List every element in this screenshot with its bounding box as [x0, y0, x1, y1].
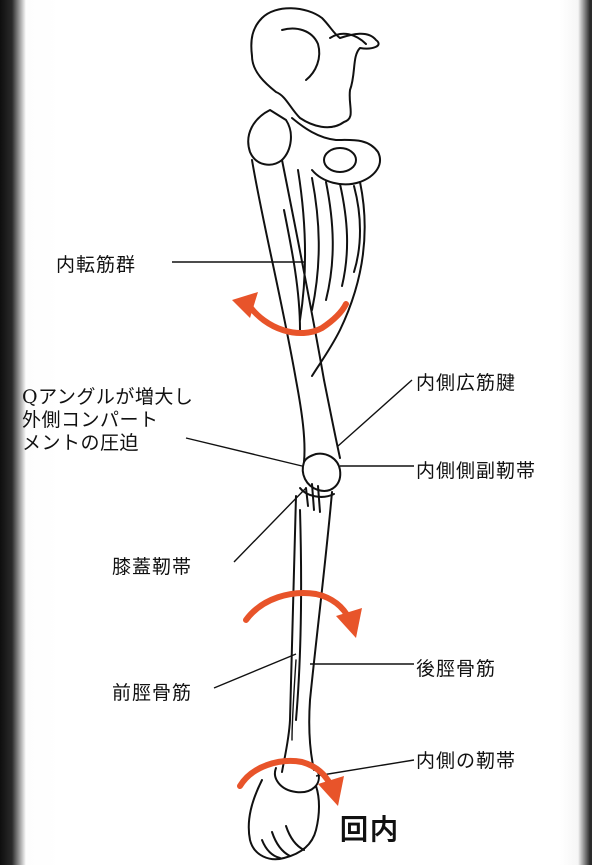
leader-tibialis-anterior	[214, 654, 296, 688]
label-patellar-ligament: 膝蓋靭帯	[112, 552, 192, 579]
patella	[303, 454, 340, 491]
rotation-arrow-thigh	[248, 304, 346, 333]
tibialis-mark	[292, 660, 296, 740]
femur-lateral-edge	[252, 160, 305, 462]
label-vastus-medialis-tendon: 内側広筋腱	[416, 368, 516, 395]
leader-q-angle	[186, 438, 302, 466]
knee-ligament-mark	[306, 484, 320, 512]
label-tibialis-anterior: 前脛骨筋	[112, 678, 192, 705]
label-q-angle-line3: メントの圧迫	[22, 432, 139, 455]
label-medial-collateral-ligament: 内側側副靭帯	[416, 456, 536, 483]
adductor-fiber	[326, 182, 333, 300]
adductor-fiber	[284, 210, 300, 330]
greater-trochanter	[292, 118, 380, 184]
femoral-head	[248, 110, 291, 165]
arrowhead-ankle	[318, 776, 344, 806]
adductor-outline	[312, 182, 365, 376]
leader-medial-ligament	[316, 760, 414, 776]
label-medial-ligament: 内側の靭帯	[416, 746, 516, 773]
adductor-fiber	[354, 186, 360, 272]
label-pronation: 回内	[340, 808, 400, 848]
arrowhead-shin	[336, 608, 362, 638]
femur-medial-edge	[282, 160, 340, 458]
obturator-foramen	[324, 148, 356, 172]
leader-vastus-medialis	[338, 380, 412, 446]
label-adductors: 内転筋群	[56, 250, 136, 277]
adductor-fiber	[312, 178, 319, 310]
tibia-lateral	[282, 496, 296, 772]
label-q-angle-line2: 外側コンパート	[22, 409, 159, 432]
rotation-arrow-shin	[246, 593, 350, 620]
adductor-fiber	[340, 184, 347, 286]
label-q-angle-line1: Qアングルが増大し	[22, 386, 193, 409]
label-tibialis-posterior: 後脛骨筋	[416, 654, 496, 681]
pelvis-inner	[282, 29, 319, 80]
fibula	[296, 510, 301, 720]
tibia-medial	[309, 492, 332, 770]
